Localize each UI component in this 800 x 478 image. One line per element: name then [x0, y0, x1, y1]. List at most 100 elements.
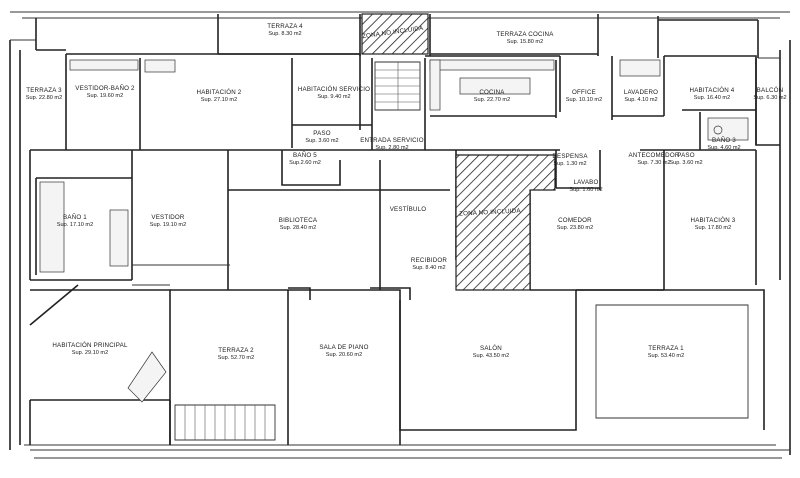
room-area: Sup. 17.10 m2: [57, 222, 93, 228]
room-area: Sup. 28.40 m2: [280, 225, 316, 231]
room-area: Sup. 4.60 m2: [707, 145, 740, 151]
room-area: Sup. 7.30 m2: [637, 160, 670, 166]
room-name: TERRAZA COCINA: [496, 31, 554, 38]
room-area: Sup. 19.10 m2: [150, 222, 186, 228]
room-name: HABITACIÓN 4: [690, 87, 735, 94]
room-name: VESTÍBULO: [390, 206, 427, 213]
room-name: BAÑO 5: [293, 152, 317, 159]
room-area: Sup. 16.40 m2: [694, 95, 730, 101]
room-name: HABITACIÓN PRINCIPAL: [52, 342, 128, 349]
room-name: BIBLIOTECA: [279, 217, 318, 224]
room-area: Sup. 23.80 m2: [557, 225, 593, 231]
room-name: HABITACIÓN SERVICIO: [298, 86, 370, 93]
room-name: ANTECOMEDOR: [628, 152, 679, 159]
room-area: Sup. 27.10 m2: [201, 97, 237, 103]
room-name: TERRAZA 4: [267, 23, 303, 30]
room-area: Sup. 9.40 m2: [317, 94, 350, 100]
room-name: VESTIDOR: [151, 214, 185, 221]
room-area: Sup. 53.40 m2: [648, 353, 684, 359]
room-name: BALCÓN: [757, 87, 784, 94]
room-area: Sup. 4.10 m2: [624, 97, 657, 103]
room-name: VESTIDOR-BAÑO 2: [75, 85, 135, 92]
room-zona-no-incluida-mid: ZONA NO INCLUIDA: [459, 207, 522, 217]
room-name: COMEDOR: [558, 217, 592, 224]
room-name: TERRAZA 1: [648, 345, 684, 352]
room-area: Sup. 19.60 m2: [87, 93, 123, 99]
room-area: Sup. 8.40 m2: [412, 265, 445, 271]
room-area: Sup. 6.30 m2: [753, 95, 786, 101]
room-name: BAÑO 1: [63, 214, 87, 221]
room-name: DESPENSA: [552, 153, 588, 160]
room-name: ZONA NO INCLUIDA: [459, 207, 522, 217]
room-area: Sup. 1.30 m2: [553, 161, 586, 167]
room-area: Sup. 52.70 m2: [218, 355, 254, 361]
room-area: Sup. 22.80 m2: [26, 95, 62, 101]
zona-no-incluida-mid-hatch: [455, 154, 556, 291]
room-name: RECIBIDOR: [411, 257, 448, 264]
room-area: Sup. 22.70 m2: [474, 97, 510, 103]
room-name: OFFICE: [572, 89, 596, 96]
room-name: LAVABO: [573, 179, 598, 186]
room-name: SALÓN: [480, 345, 502, 352]
walls: [9, 11, 791, 459]
room-area: Sup. 2.80 m2: [375, 145, 408, 151]
excluded-zones: [361, 13, 556, 291]
room-name: PASO: [313, 130, 331, 137]
room-name: LAVADERO: [624, 89, 658, 96]
room-name: ENTRADA SERVICIO: [360, 137, 424, 144]
room-area: Sup. 8.30 m2: [268, 31, 301, 37]
room-name: HABITACIÓN 3: [691, 217, 736, 224]
zona-no-incluida-top-hatch: [361, 13, 429, 55]
room-area: Sup. 3.60 m2: [669, 160, 702, 166]
room-area: Sup. 1.60 m2: [569, 187, 602, 193]
room-name: SALA DE PIANO: [319, 344, 368, 351]
room-area: Sup. 10.10 m2: [566, 97, 602, 103]
room-name: PASO: [677, 152, 695, 159]
room-area: Sup.2.60 m2: [289, 160, 321, 166]
room-area: Sup. 15.80 m2: [507, 39, 543, 45]
room-vestibulo: VESTÍBULO: [390, 206, 427, 213]
room-name: HABITACIÓN 2: [197, 89, 242, 96]
room-name: BAÑO 3: [712, 137, 736, 144]
room-name: TERRAZA 2: [218, 347, 254, 354]
room-area: Sup. 17.80 m2: [695, 225, 731, 231]
room-name: COCINA: [479, 89, 505, 96]
room-area: Sup. 43.50 m2: [473, 353, 509, 359]
room-area: Sup. 20.60 m2: [326, 352, 362, 358]
room-area: Sup. 29.10 m2: [72, 350, 108, 356]
room-area: Sup. 3.60 m2: [305, 138, 338, 144]
room-name: TERRAZA 3: [26, 87, 62, 94]
